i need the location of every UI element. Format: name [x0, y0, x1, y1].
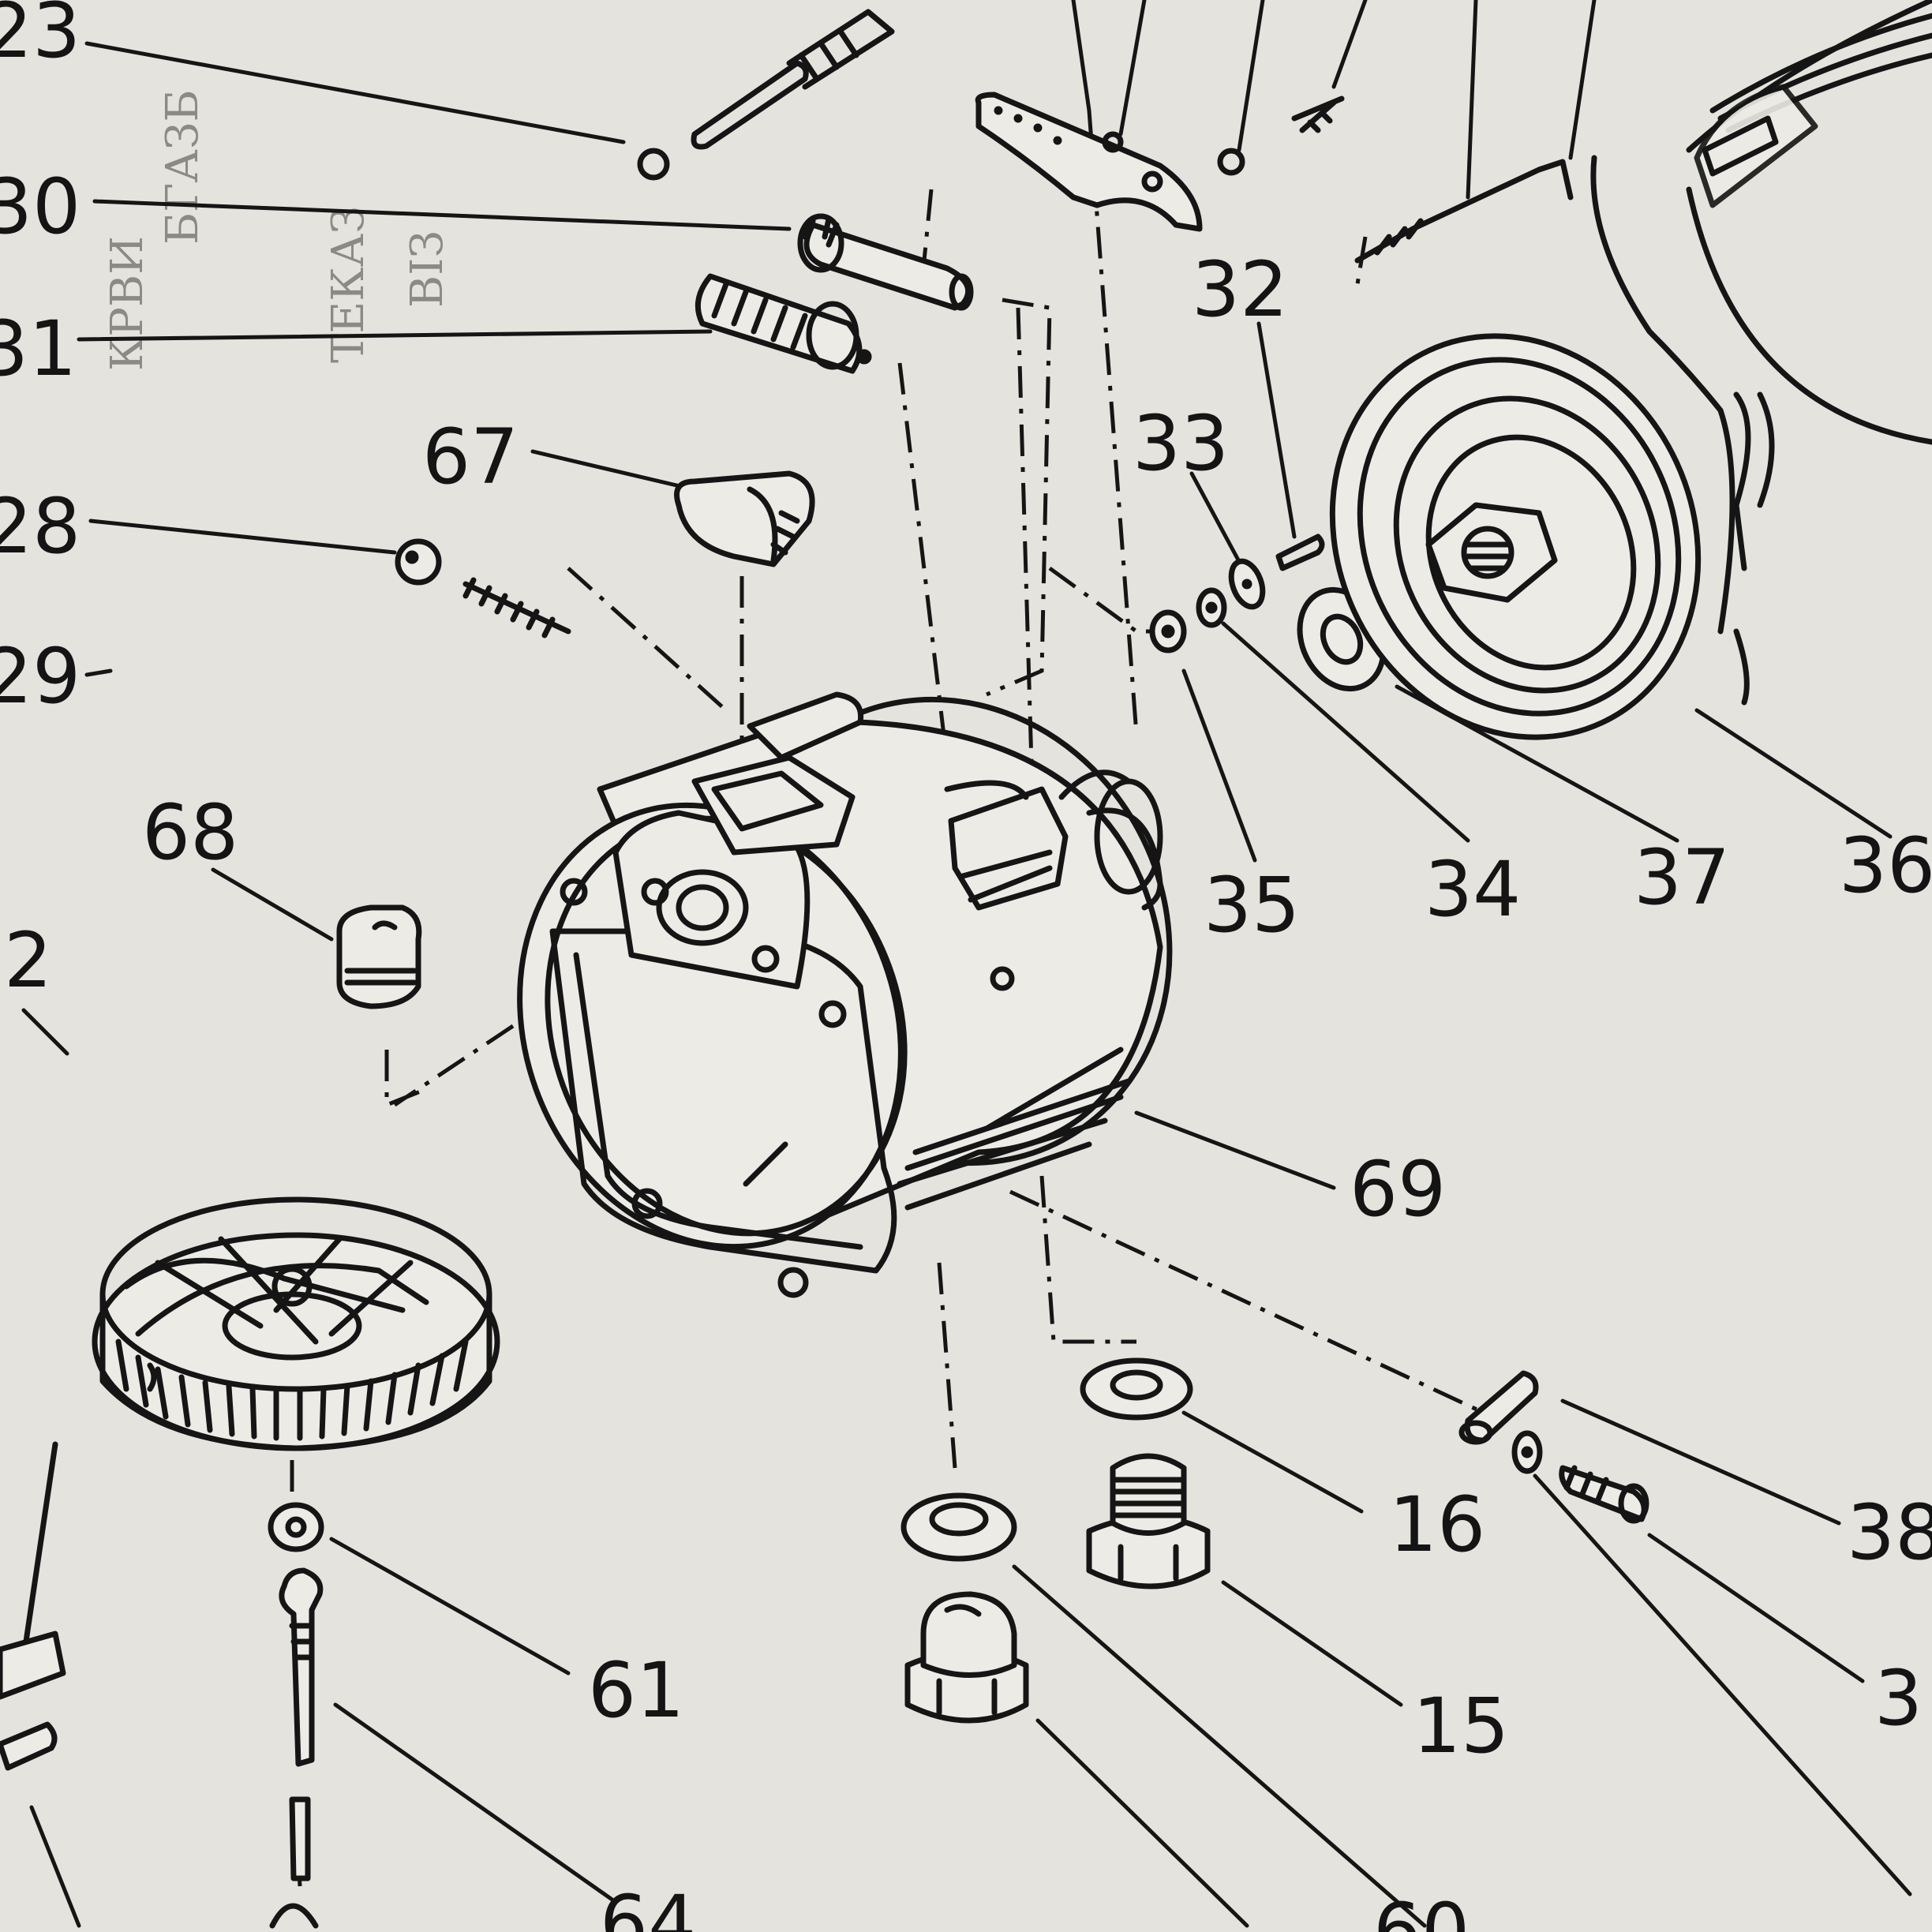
label-38: 38 — [1847, 1488, 1932, 1577]
top-bracket — [975, 0, 1368, 232]
part-31-spring — [695, 273, 872, 374]
label-30: 30 — [0, 163, 80, 251]
ghost-text: КРВИ — [102, 236, 153, 371]
ghost-text: БГАЗБ — [157, 89, 208, 245]
label-28: 28 — [0, 482, 80, 571]
part-60-washer-nut — [900, 1492, 1029, 1724]
part-67-block — [674, 470, 815, 567]
part-68-nut — [336, 904, 422, 1009]
label-16: 16 — [1389, 1481, 1485, 1569]
ghost-text: ВІЗ — [402, 230, 453, 308]
label-69: 69 — [1350, 1145, 1446, 1234]
label-31: 31 — [0, 305, 77, 393]
part-30-pin — [797, 213, 974, 311]
knurled-cap — [92, 1196, 500, 1451]
label-2: 2 — [4, 916, 52, 1005]
label-23: 23 — [0, 0, 80, 75]
label-15: 15 — [1413, 1682, 1509, 1770]
part-36-rotor — [1329, 333, 1702, 740]
label-3-clipped: 3 — [1874, 1654, 1923, 1743]
label-32: 32 — [1192, 245, 1288, 334]
label-34: 34 — [1425, 845, 1521, 934]
label-29: 29 — [0, 632, 80, 721]
label-68: 68 — [142, 788, 238, 877]
rotor-housing — [1590, 0, 1932, 706]
bleed-through-text: БГАЗБ ВІЗ КРВИ ТЕКАЗ — [102, 89, 453, 371]
label-64: 64 — [600, 1879, 696, 1932]
small-hardware-32-35 — [1149, 534, 1325, 653]
left-edge-parts — [0, 1441, 66, 1771]
label-60: 60 — [1373, 1887, 1470, 1932]
label-33: 33 — [1133, 399, 1229, 488]
ghost-text: ТЕКАЗ — [323, 206, 374, 363]
part-15-plug — [1086, 1453, 1211, 1589]
part-29-spring — [462, 577, 571, 638]
part-28-ball — [395, 538, 442, 586]
label-67: 67 — [422, 413, 519, 501]
part-61-64 — [268, 1502, 324, 1929]
magneto-housing — [517, 691, 1173, 1298]
leader-lines — [21, 41, 1912, 1928]
label-35: 35 — [1204, 861, 1300, 949]
wire-lead — [1354, 0, 1597, 264]
part-38-lug — [1458, 1370, 1649, 1524]
label-61: 61 — [588, 1646, 684, 1735]
part-23-shaft — [637, 9, 895, 181]
part-16-washer — [1080, 1357, 1193, 1421]
label-36: 36 — [1839, 822, 1932, 910]
label-37: 37 — [1634, 833, 1730, 922]
